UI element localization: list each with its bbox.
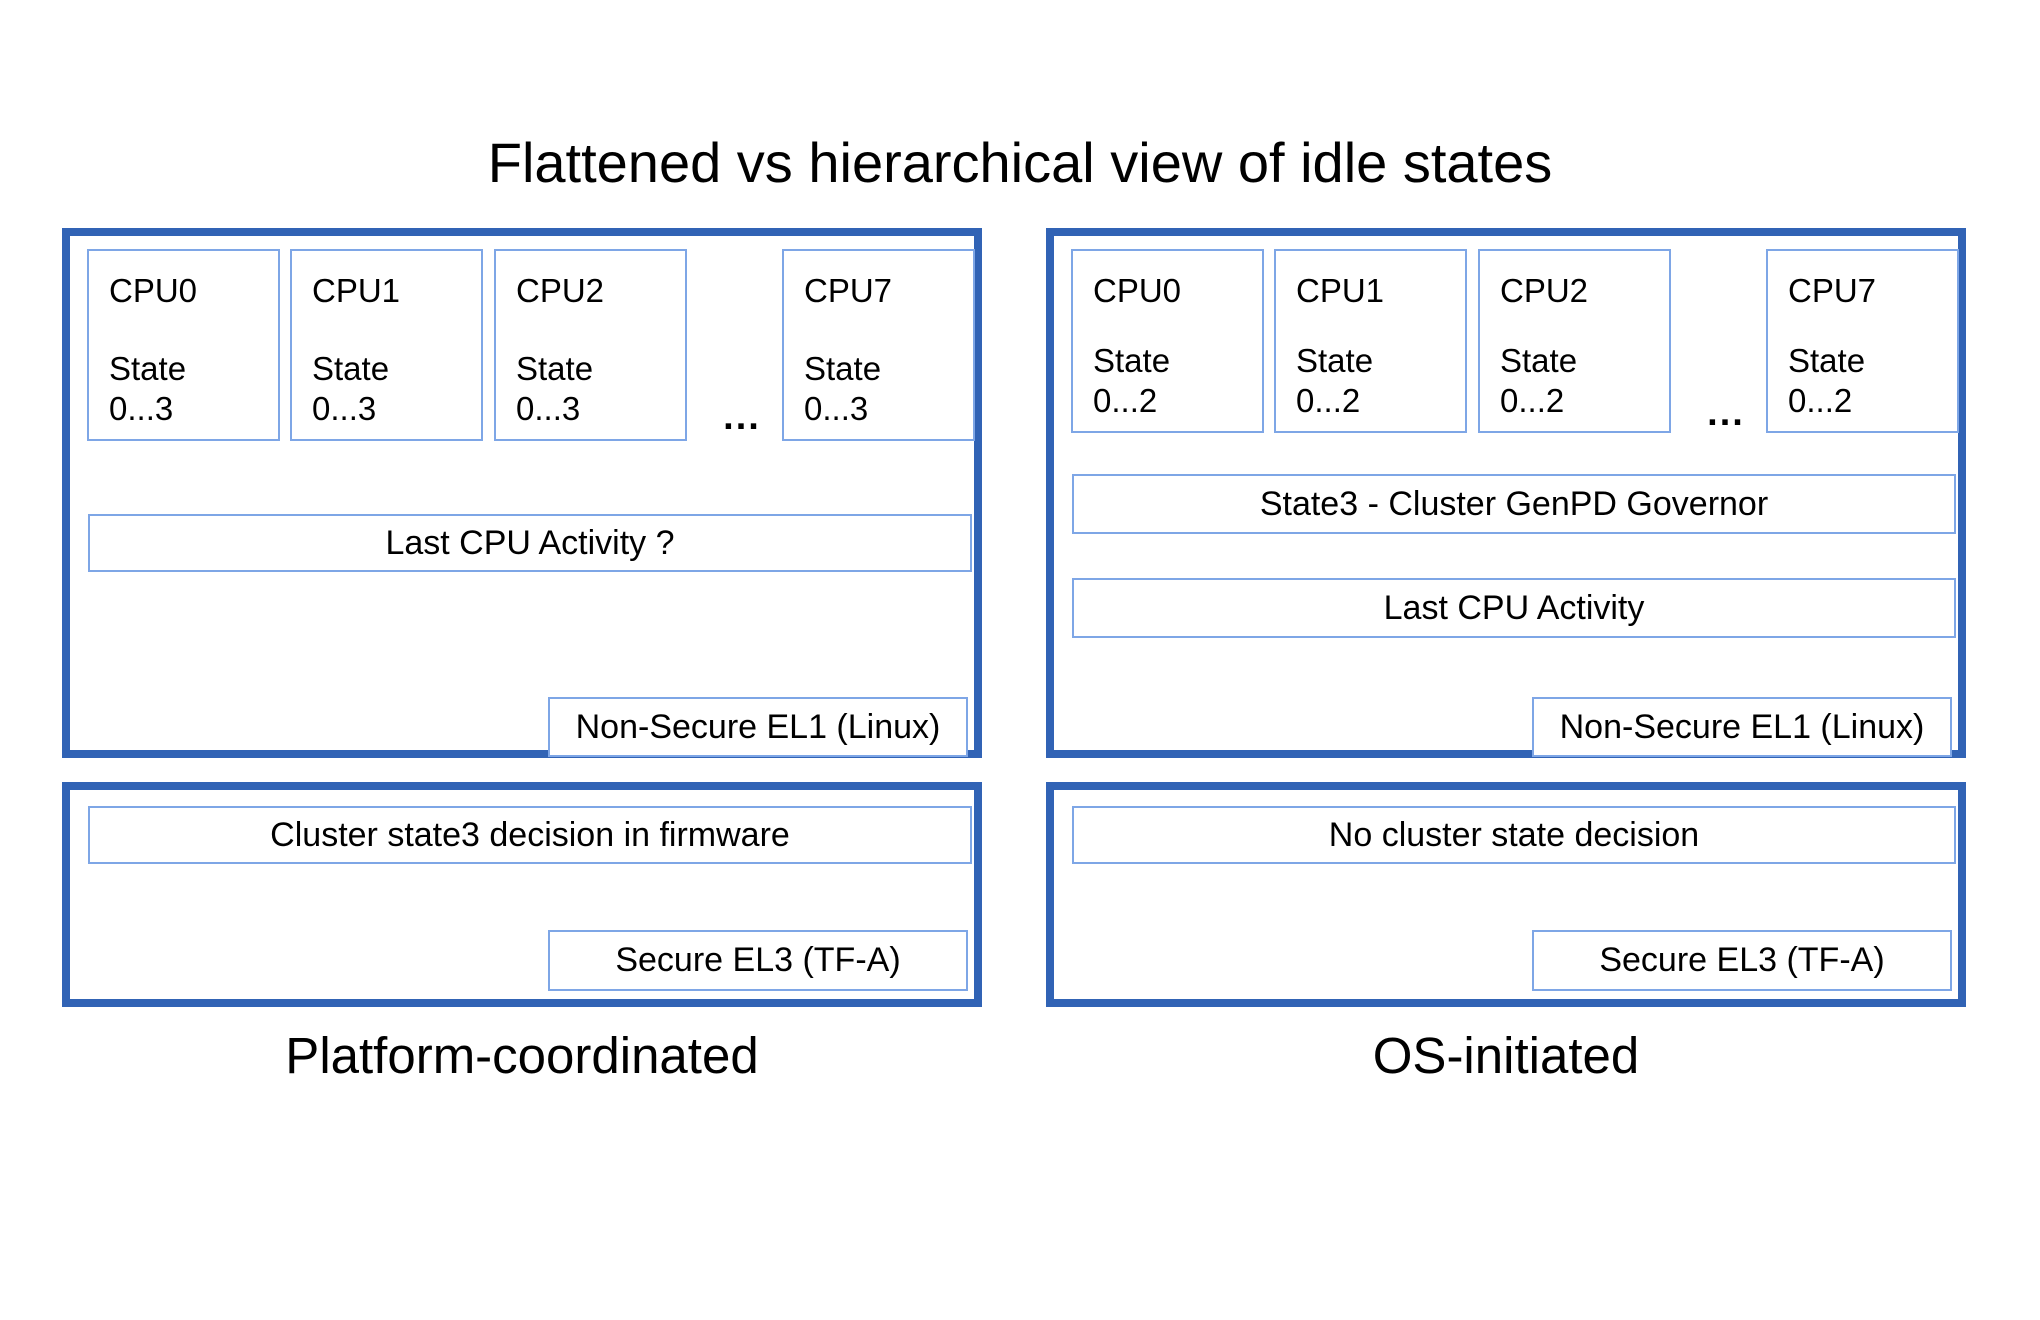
cpu-state-range: State 0...2 bbox=[1788, 341, 1866, 419]
cluster-decision-box: Cluster state3 decision in firmware bbox=[88, 806, 972, 864]
cpu1-card: CPU1 State 0...3 bbox=[290, 249, 483, 441]
non-secure-world-box: CPU0 State 0...3 CPU1 State 0...3 CPU2 S… bbox=[62, 228, 982, 758]
panel-caption-platform-coordinated: Platform-coordinated bbox=[285, 1027, 759, 1084]
panel-os-initiated: CPU0 State 0...2 CPU1 State 0...2 CPU2 S… bbox=[1046, 228, 1966, 1228]
cpu-state-range: State 0...3 bbox=[516, 349, 594, 427]
cpu-state-range: State 0...3 bbox=[312, 349, 390, 427]
cpu0-card: CPU0 State 0...2 bbox=[1071, 249, 1264, 433]
cpu2-card: CPU2 State 0...3 bbox=[494, 249, 687, 441]
secure-world-box: Cluster state3 decision in firmware Secu… bbox=[62, 782, 982, 1007]
cpu-state-range: State 0...3 bbox=[109, 349, 187, 427]
cpu-name: CPU2 bbox=[516, 272, 605, 309]
cpu2-card: CPU2 State 0...2 bbox=[1478, 249, 1671, 433]
cpu-state-range: State 0...3 bbox=[804, 349, 882, 427]
ellipsis-more-cpus: ... bbox=[1707, 392, 1745, 434]
cluster-genpd-governor-box: State3 - Cluster GenPD Governor bbox=[1072, 474, 1956, 534]
cpu-name: CPU7 bbox=[1788, 272, 1877, 309]
cluster-decision-box: No cluster state decision bbox=[1072, 806, 1956, 864]
last-cpu-activity-box: Last CPU Activity ? bbox=[88, 514, 972, 572]
secure-el3-label-box: Secure EL3 (TF-A) bbox=[548, 930, 968, 991]
non-secure-el1-label-box: Non-Secure EL1 (Linux) bbox=[1532, 697, 1952, 757]
cpu-name: CPU0 bbox=[1093, 272, 1182, 309]
secure-world-box: No cluster state decision Secure EL3 (TF… bbox=[1046, 782, 1966, 1007]
ellipsis-more-cpus: ... bbox=[723, 396, 761, 438]
cpu7-card: CPU7 State 0...2 bbox=[1766, 249, 1959, 433]
cpu-state-range: State 0...2 bbox=[1093, 341, 1171, 419]
cpu-name: CPU2 bbox=[1500, 272, 1589, 309]
cpu-name: CPU1 bbox=[312, 272, 401, 309]
panel-caption-os-initiated: OS-initiated bbox=[1372, 1027, 1640, 1084]
secure-el3-label-box: Secure EL3 (TF-A) bbox=[1532, 930, 1952, 991]
slide-title: Flattened vs hierarchical view of idle s… bbox=[487, 131, 1553, 194]
non-secure-el1-label-box: Non-Secure EL1 (Linux) bbox=[548, 697, 968, 757]
cpu1-card: CPU1 State 0...2 bbox=[1274, 249, 1467, 433]
last-cpu-activity-box: Last CPU Activity bbox=[1072, 578, 1956, 638]
panel-platform-coordinated: CPU0 State 0...3 CPU1 State 0...3 CPU2 S… bbox=[62, 228, 982, 1228]
cpu-name: CPU7 bbox=[804, 272, 893, 309]
non-secure-world-box: CPU0 State 0...2 CPU1 State 0...2 CPU2 S… bbox=[1046, 228, 1966, 758]
cpu-name: CPU1 bbox=[1296, 272, 1385, 309]
cpu7-card: CPU7 State 0...3 bbox=[782, 249, 975, 441]
cpu-name: CPU0 bbox=[109, 272, 198, 309]
cpu-state-range: State 0...2 bbox=[1500, 341, 1578, 419]
cpu-state-range: State 0...2 bbox=[1296, 341, 1374, 419]
cpu0-card: CPU0 State 0...3 bbox=[87, 249, 280, 441]
